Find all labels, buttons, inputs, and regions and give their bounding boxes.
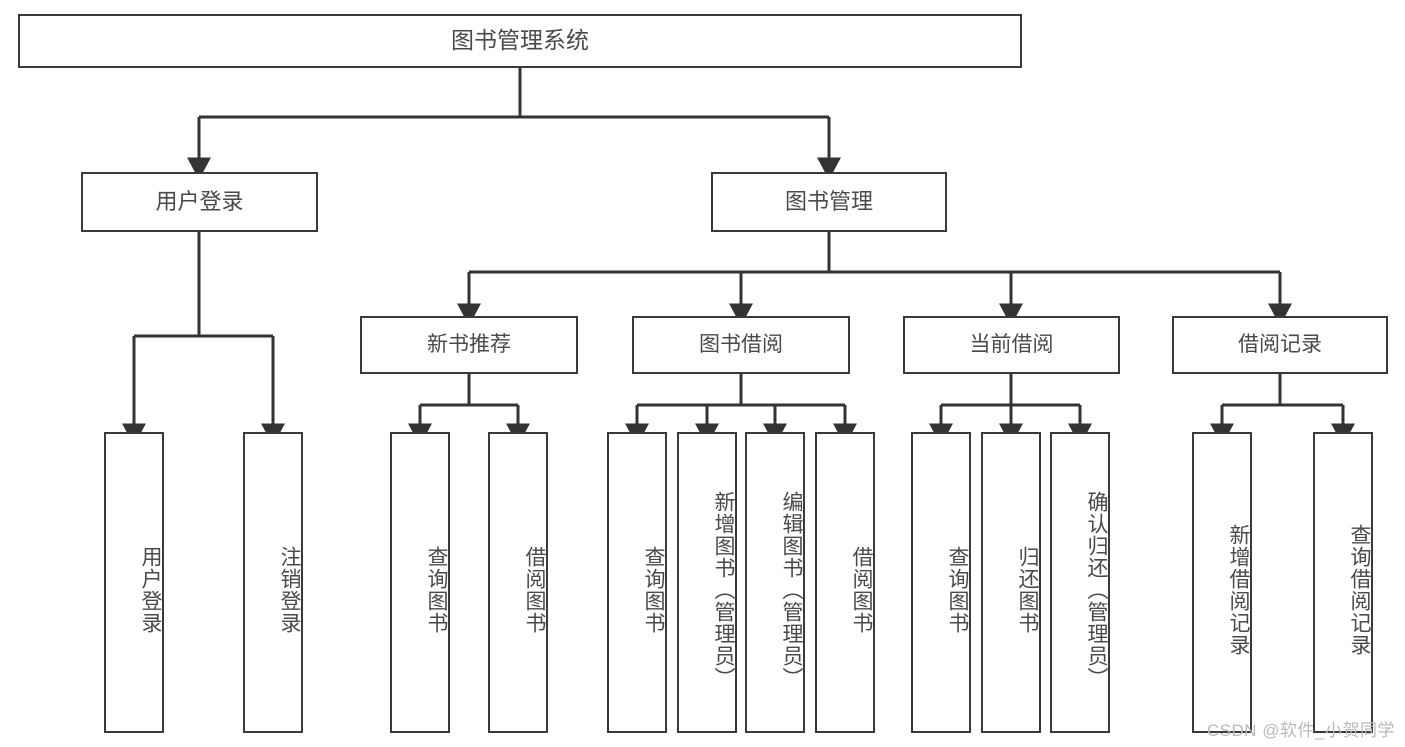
node-user-login[interactable]: 用户登录 <box>81 172 318 232</box>
node-label: 当前借阅 <box>969 332 1054 356</box>
node-label: 新增借阅记录 <box>1227 523 1250 656</box>
node-label: 用户登录 <box>155 189 244 215</box>
node-leaf-user-logout[interactable]: 注销登录 <box>243 432 303 733</box>
node-label: 确认归还（管理员） <box>1085 490 1108 689</box>
node-leaf-user-login[interactable]: 用户登录 <box>104 432 164 733</box>
node-label: 新书推荐 <box>427 332 511 356</box>
node-book-borrowing[interactable]: 图书借阅 <box>632 316 850 374</box>
node-leaf-return-book[interactable]: 归还图书 <box>981 432 1041 733</box>
node-leaf-borrow-book-newbook[interactable]: 借阅图书 <box>488 432 548 733</box>
node-label: 查询借阅记录 <box>1348 523 1371 656</box>
node-label: 新增图书（管理员） <box>712 490 735 689</box>
node-label: 图书借阅 <box>699 332 783 356</box>
node-label: 查询图书 <box>946 545 969 634</box>
node-label: 查询图书 <box>642 545 665 634</box>
node-label: 查询图书 <box>425 545 448 634</box>
node-label: 借阅记录 <box>1238 332 1322 356</box>
node-label: 注销登录 <box>278 545 301 634</box>
node-label: 借阅图书 <box>523 545 546 634</box>
node-leaf-query-book-borrow[interactable]: 查询图书 <box>607 432 667 733</box>
node-book-management[interactable]: 图书管理 <box>711 172 947 232</box>
node-leaf-query-book-current[interactable]: 查询图书 <box>911 432 971 733</box>
node-leaf-borrow-book-borrow[interactable]: 借阅图书 <box>815 432 875 733</box>
node-borrowing-records[interactable]: 借阅记录 <box>1172 316 1388 374</box>
node-label: 图书管理 <box>784 189 873 215</box>
node-leaf-confirm-return-admin[interactable]: 确认归还（管理员） <box>1050 432 1110 733</box>
node-leaf-add-book-admin[interactable]: 新增图书（管理员） <box>677 432 737 733</box>
node-current-borrowing[interactable]: 当前借阅 <box>903 316 1120 374</box>
node-leaf-query-book-newbook[interactable]: 查询图书 <box>390 432 450 733</box>
node-label: 图书管理系统 <box>451 27 589 54</box>
node-label: 用户登录 <box>139 545 162 634</box>
node-root-book-management-system[interactable]: 图书管理系统 <box>18 14 1022 68</box>
node-leaf-query-borrow-record[interactable]: 查询借阅记录 <box>1313 432 1373 733</box>
csdn-watermark: CSDN @软件_小贺同学 <box>1206 721 1395 740</box>
node-label: 借阅图书 <box>850 545 873 634</box>
node-new-book-recommendation[interactable]: 新书推荐 <box>360 316 578 374</box>
node-label: 归还图书 <box>1016 545 1039 634</box>
node-label: 编辑图书（管理员） <box>780 490 803 689</box>
node-leaf-add-borrow-record[interactable]: 新增借阅记录 <box>1192 432 1252 733</box>
node-leaf-edit-book-admin[interactable]: 编辑图书（管理员） <box>745 432 805 733</box>
